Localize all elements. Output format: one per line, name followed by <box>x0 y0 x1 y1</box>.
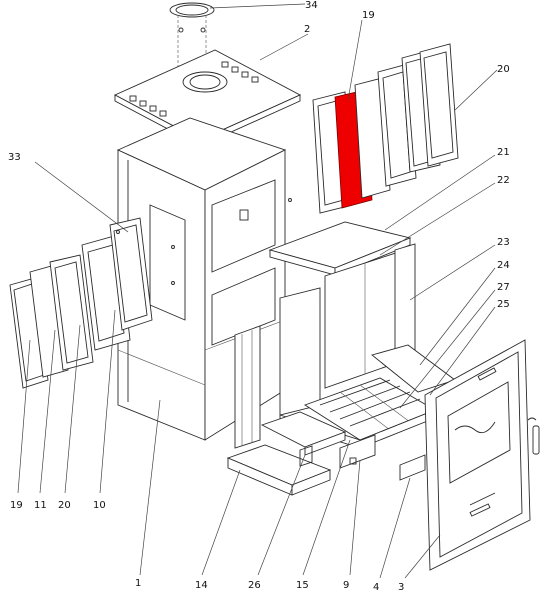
label-22: 22 <box>497 175 510 186</box>
handle-part-4 <box>399 454 426 481</box>
right-glass-outer-2 <box>419 43 459 167</box>
label-19-top: 19 <box>362 10 375 21</box>
label-15: 15 <box>296 580 309 591</box>
label-19-bottom: 19 <box>10 500 23 511</box>
label-14: 14 <box>195 580 208 591</box>
label-4: 4 <box>373 582 379 593</box>
label-1: 1 <box>135 578 141 589</box>
door-part-3 <box>424 339 540 571</box>
part-labels: 34 2 19 20 33 21 22 23 24 27 25 19 11 20… <box>8 0 510 593</box>
front-plate-part-9 <box>339 434 376 469</box>
label-26: 26 <box>248 580 261 591</box>
left-frame-20 <box>49 254 94 371</box>
label-9: 9 <box>343 580 349 591</box>
side-liner-part-23 <box>279 243 416 416</box>
label-23: 23 <box>497 237 510 248</box>
front-rail-part-26 <box>260 411 347 467</box>
pillar-part-15 <box>234 325 261 449</box>
label-20-top: 20 <box>497 64 510 75</box>
left-gasket-11 <box>29 264 69 378</box>
label-11: 11 <box>34 500 47 511</box>
flue-collar-part-34 <box>169 2 215 68</box>
label-24: 24 <box>497 260 510 271</box>
label-34: 34 <box>305 0 318 11</box>
label-25: 25 <box>497 299 510 310</box>
label-33: 33 <box>8 152 21 163</box>
left-frame-33 <box>109 217 153 331</box>
stove-body-part-1 <box>116 117 292 441</box>
leader-lines <box>17 3 498 579</box>
label-10: 10 <box>93 500 106 511</box>
label-20-bottom: 20 <box>58 500 71 511</box>
label-27: 27 <box>497 282 510 293</box>
label-3: 3 <box>398 582 404 593</box>
label-2: 2 <box>304 24 310 35</box>
ash-pan-part-14 <box>226 444 332 496</box>
label-21: 21 <box>497 147 510 158</box>
